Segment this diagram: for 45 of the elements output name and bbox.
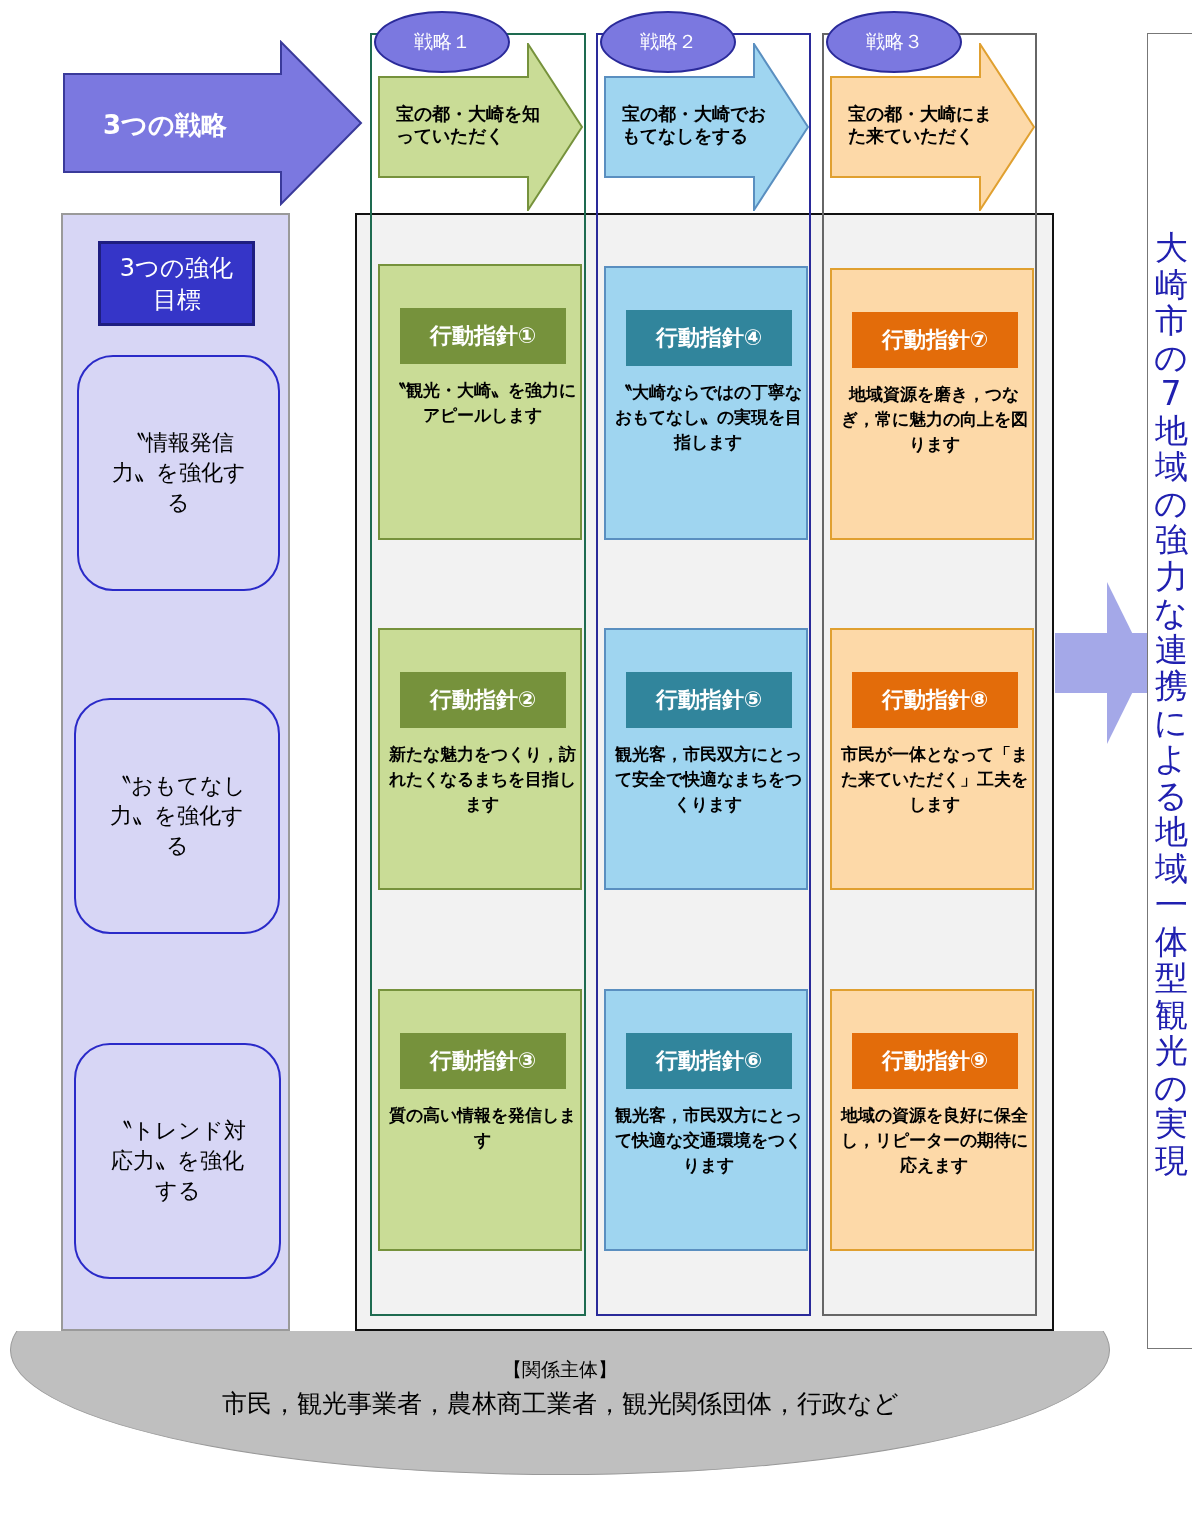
action-card <box>378 264 582 540</box>
card-text: 地域の資源を良好に保全し，リピーターの期待に応えます <box>840 1104 1028 1177</box>
card-text: 〝観光・大崎〟を強力にアピールします <box>388 379 576 427</box>
title-banner <box>63 40 363 206</box>
panel-background <box>61 213 290 1331</box>
action-card <box>378 989 582 1251</box>
card-text: 地域資源を磨き，つなぎ，常に魅力の向上を図ります <box>840 383 1028 456</box>
card-heading: 行動指針③ <box>400 1033 566 1089</box>
arrow-text: 宝の都・大崎を知っていただく <box>396 103 541 147</box>
card-heading: 行動指針⑨ <box>852 1033 1018 1089</box>
card-heading: 行動指針⑦ <box>852 312 1018 368</box>
card-heading: 行動指針⑥ <box>626 1033 792 1089</box>
action-card <box>604 989 808 1251</box>
panel-heading: 3つの強化目標 <box>98 241 255 326</box>
ellipse-heading: 【関係主体】 <box>502 1357 618 1382</box>
card-text: 〝大崎ならではの丁寧なおもてなし〟の実現を目指します <box>614 381 802 454</box>
card-text: 市民が一体となって「また来ていただく」工夫をします <box>840 743 1028 816</box>
card-heading: 行動指針⑧ <box>852 672 1018 728</box>
action-card <box>604 266 808 540</box>
goal-box: 〝トレンド対応力〟を強化する <box>74 1043 281 1279</box>
card-heading: 行動指針④ <box>626 310 792 366</box>
goal-box: 〝おもてなし力〟を強化する <box>74 698 280 934</box>
arrow-text: 宝の都・大崎にまた来ていただく <box>848 103 993 147</box>
action-card <box>604 628 808 890</box>
card-heading: 行動指針① <box>400 308 566 364</box>
card-text: 新たな魅力をつくり，訪れたくなるまちを目指します <box>388 743 576 816</box>
card-heading: 行動指針⑤ <box>626 672 792 728</box>
arrow-text: 3つの戦略 <box>103 109 229 142</box>
card-text: 観光客，市民双方にとって安全で快適なまちをつくります <box>614 743 802 816</box>
action-card <box>830 268 1034 540</box>
card-text: 観光客，市民双方にとって快適な交通環境をつくります <box>614 1104 802 1177</box>
ellipse-text: 市民，観光事業者，農林商工業者，観光関係団体，行政など <box>220 1388 900 1420</box>
result-text: 大崎市の7地域の強力な連携による地域一体型観光の実現 <box>1153 230 1189 1179</box>
action-card <box>830 628 1034 890</box>
goal-box: 〝情報発信力〟を強化する <box>77 355 280 591</box>
action-card <box>378 628 582 890</box>
action-card <box>830 989 1034 1251</box>
result-banner <box>1147 33 1192 1349</box>
strategy-badge: 戦略３ <box>826 11 962 73</box>
block-arrow-connector <box>1055 582 1147 744</box>
strategy-badge: 戦略２ <box>600 11 736 73</box>
arrow-text: 宝の都・大崎でおもてなしをする <box>622 103 767 147</box>
card-heading: 行動指針② <box>400 672 566 728</box>
strategy-badge: 戦略１ <box>374 11 510 73</box>
card-text: 質の高い情報を発信します <box>388 1104 576 1152</box>
